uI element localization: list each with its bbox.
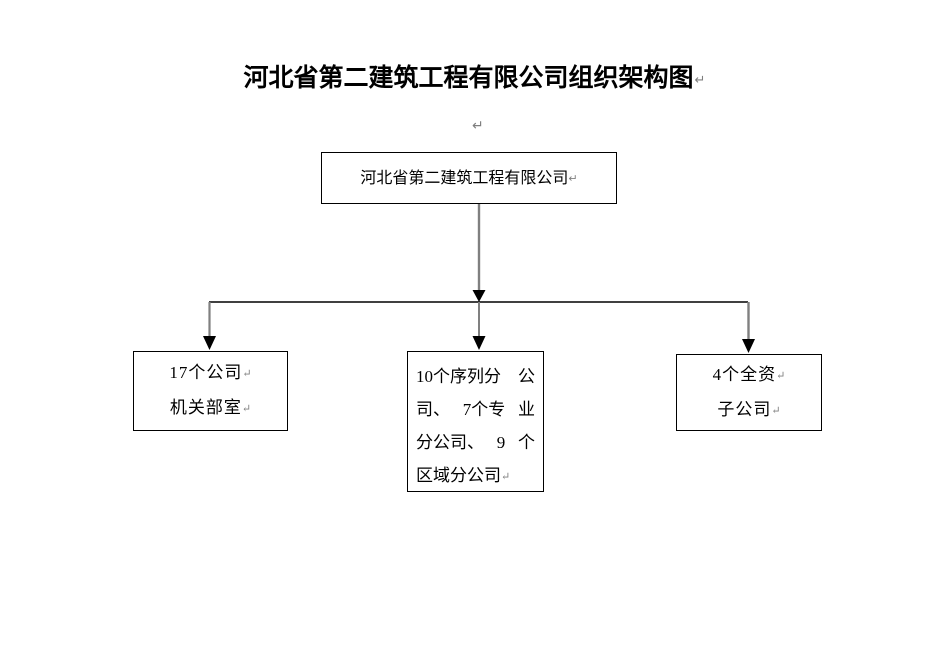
paragraph-mark-icon: ↵: [771, 404, 781, 417]
arrowhead-icon: [472, 336, 486, 350]
node-branches-line-4: 区域分公司↵: [416, 466, 511, 485]
node-departments-line-1: 17个公司↵: [169, 363, 252, 382]
page-title-text: 河北省第二建筑工程有限公司组织架构图: [243, 63, 694, 92]
arrowhead-icon: [203, 336, 216, 350]
node-branches-line-2: 司、7个专业: [416, 400, 535, 419]
arrowhead-icon: [472, 290, 486, 302]
paragraph-mark-icon: ↵: [694, 72, 706, 87]
arrowhead-icon: [742, 339, 755, 353]
node-departments[interactable]: 17个公司↵ 机关部室↵: [133, 351, 288, 431]
node-branches-line-1: 10个序列分公: [416, 367, 535, 386]
paragraph-mark-icon: ↵: [776, 369, 786, 382]
node-subsidiaries-line-1: 4个全资↵: [712, 364, 786, 384]
node-subsidiaries-line-2: 子公司↵: [717, 399, 781, 419]
node-subsidiaries[interactable]: 4个全资↵ 子公司↵: [676, 354, 822, 431]
paragraph-mark-icon: ↵: [568, 171, 578, 185]
node-root-label: 河北省第二建筑工程有限公司↵: [360, 167, 578, 187]
page-title: 河北省第二建筑工程有限公司组织架构图↵: [0, 62, 949, 96]
paragraph-mark-icon: ↵: [472, 119, 484, 134]
node-root-company[interactable]: 河北省第二建筑工程有限公司↵: [321, 152, 617, 204]
paragraph-mark-icon: ↵: [242, 368, 252, 380]
paragraph-mark-icon: ↵: [241, 403, 252, 415]
node-departments-line-2: 机关部室↵: [169, 398, 252, 417]
paragraph-mark-icon: ↵: [501, 471, 511, 483]
